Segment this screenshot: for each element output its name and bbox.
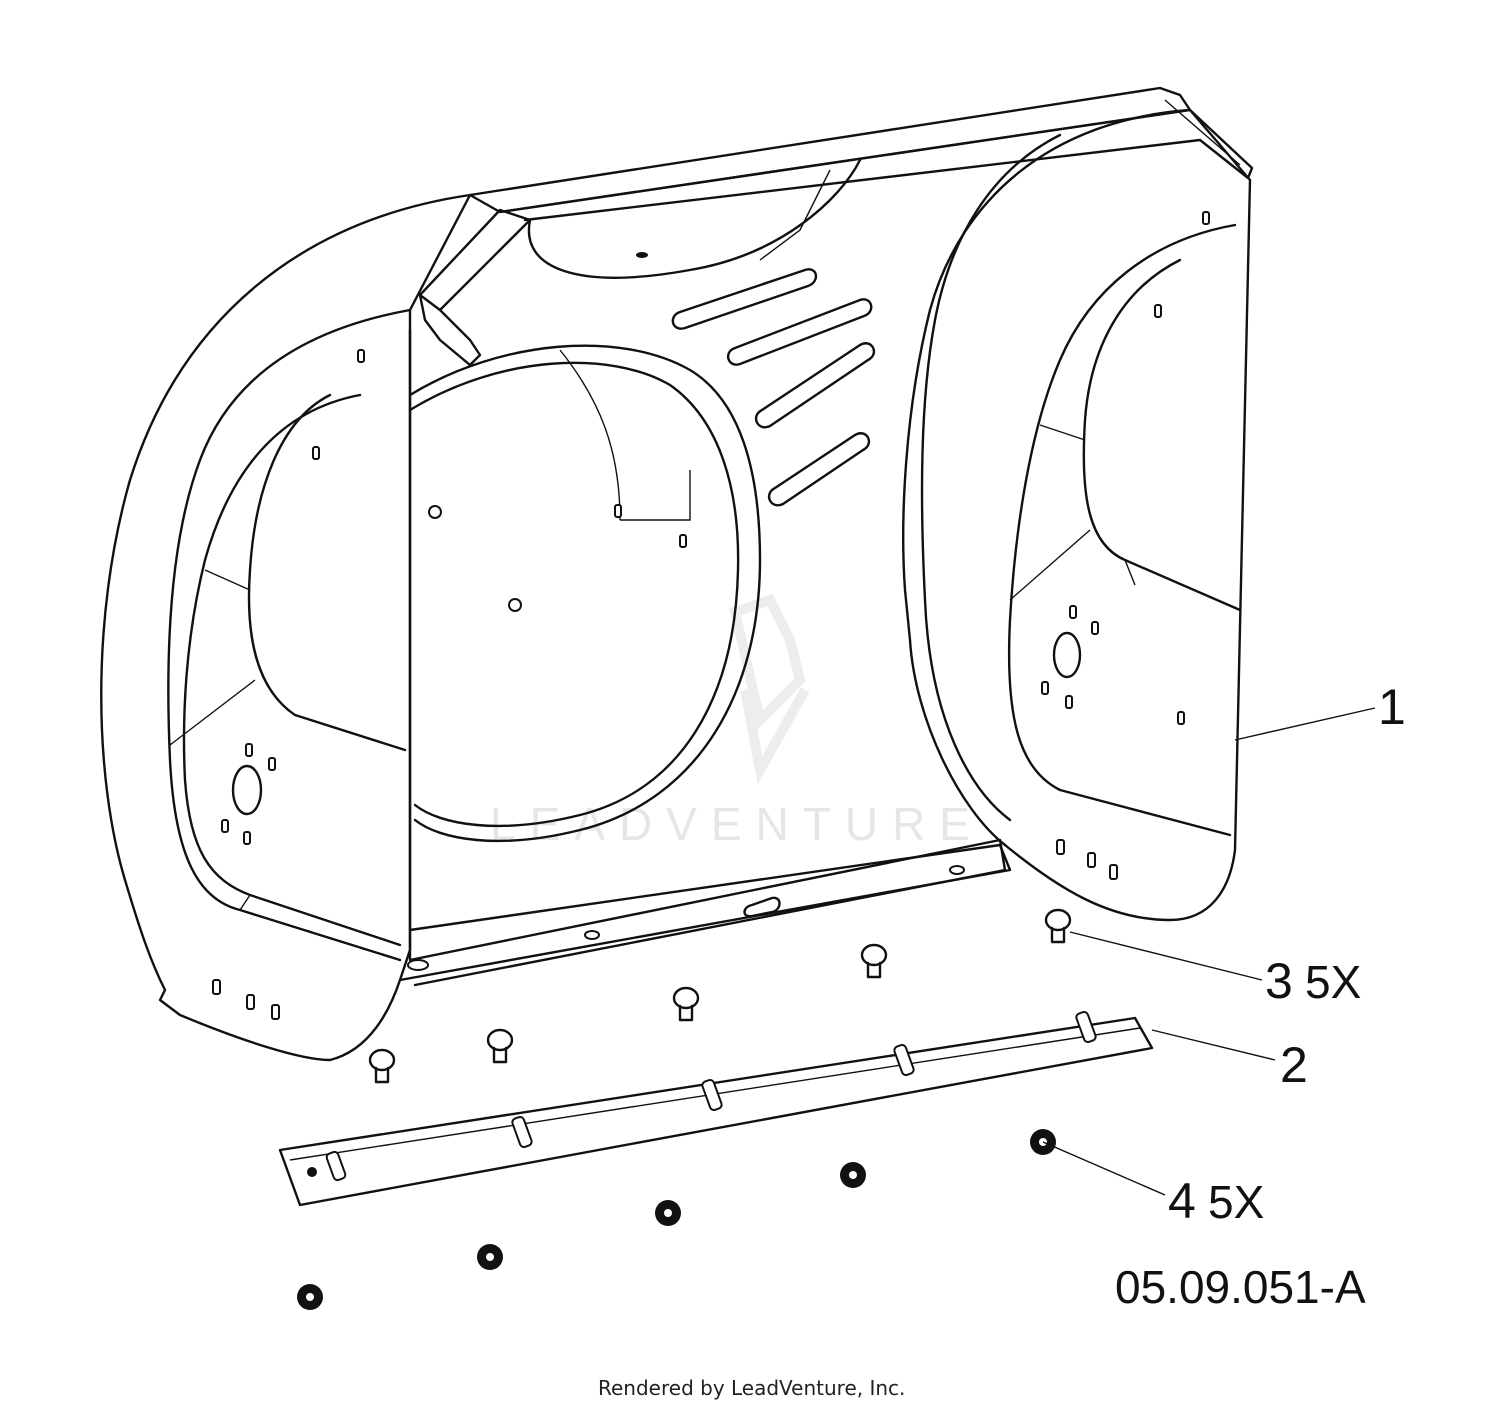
nut	[840, 1162, 866, 1188]
nuts-part-4	[297, 1129, 1056, 1310]
bolt	[368, 1048, 396, 1084]
bolt	[672, 986, 700, 1022]
callout-number: 2	[1280, 1037, 1308, 1093]
auger-housing-part-1	[100, 86, 1254, 1062]
bolt	[860, 943, 888, 979]
callout-2: 2	[1280, 1037, 1308, 1093]
callout-3: 3 5X	[1265, 953, 1361, 1009]
nut	[477, 1244, 503, 1270]
callout-number: 3	[1265, 953, 1293, 1009]
render-credit: Rendered by LeadVenture, Inc.	[598, 1376, 905, 1400]
callout-number: 4	[1168, 1173, 1196, 1229]
callout-number: 1	[1378, 679, 1406, 735]
callout-quantity: 5X	[1305, 956, 1361, 1008]
callout-4: 4 5X	[1168, 1173, 1264, 1229]
bolt	[486, 1028, 514, 1064]
leadventure-logo-watermark-icon	[729, 593, 810, 785]
shave-plate-part-2	[278, 1010, 1154, 1207]
nut	[655, 1200, 681, 1226]
leader-lines	[1042, 707, 1376, 1196]
watermark-text: LEADVENTURE	[490, 798, 984, 850]
bolt	[1044, 908, 1072, 944]
carriage-bolts-part-3	[368, 908, 1072, 1084]
callout-quantity: 5X	[1208, 1176, 1264, 1228]
nut	[297, 1284, 323, 1310]
diagram-code: 05.09.051-A	[1115, 1261, 1366, 1313]
callout-1: 1	[1378, 679, 1406, 735]
